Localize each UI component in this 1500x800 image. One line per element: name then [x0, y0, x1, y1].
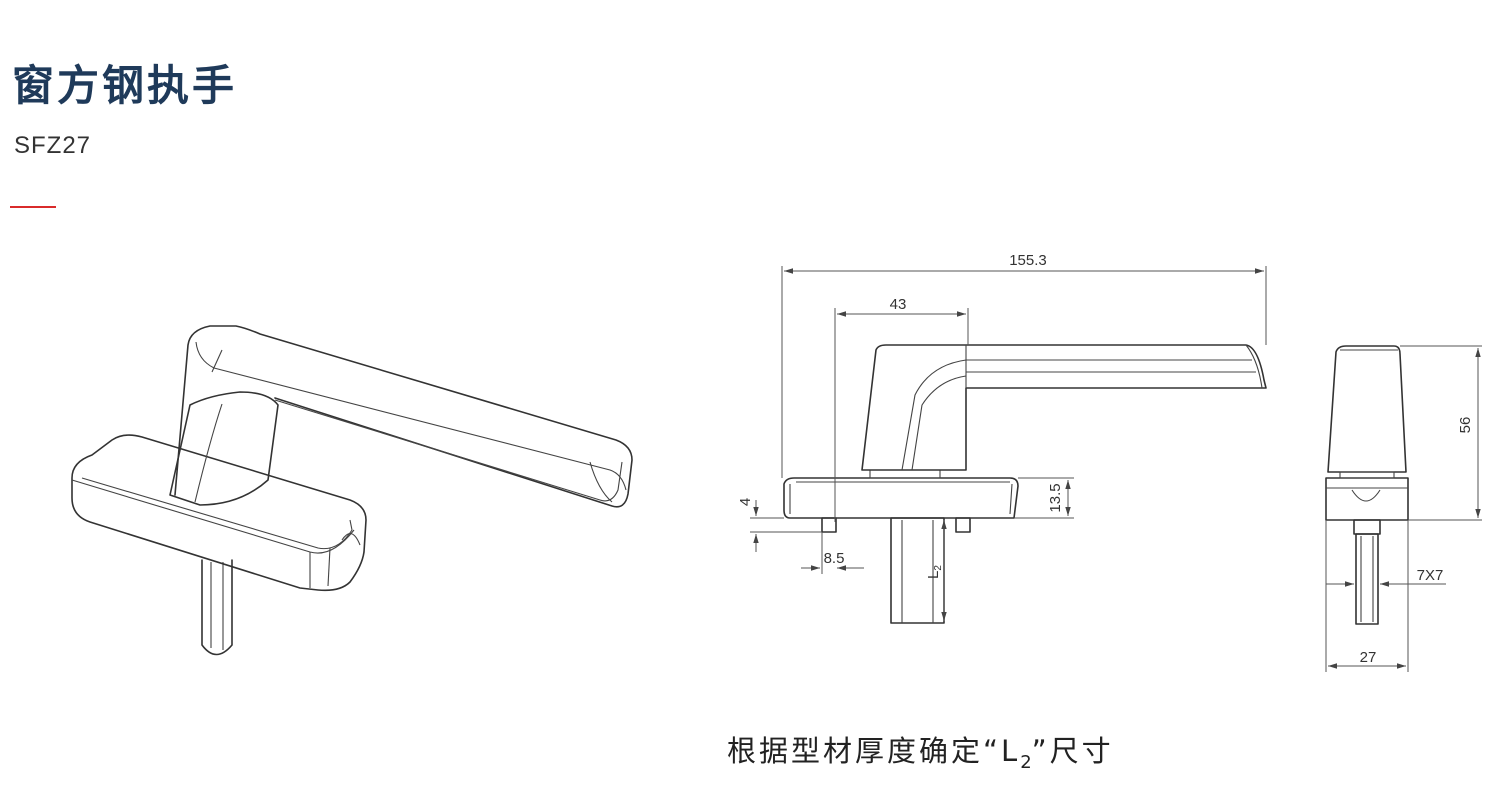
dim-base-height: 13.5	[1047, 483, 1064, 512]
perspective-view	[71, 325, 633, 656]
dim-handle-offset: 43	[890, 296, 907, 313]
dim-pin-offset: 8.5	[824, 550, 845, 567]
dimension-lines	[750, 266, 1482, 672]
dim-spindle-length: L2	[925, 565, 944, 579]
accent-divider	[10, 206, 56, 208]
footnote-caption: 根据型材厚度确定“L2”尺寸	[727, 734, 1114, 773]
perspective-lever	[174, 325, 633, 508]
perspective-base	[71, 434, 367, 592]
side-base	[1325, 477, 1409, 521]
page-title: 窗方钢执手	[12, 61, 238, 110]
dim-side-width: 27	[1360, 649, 1377, 666]
front-pin-right	[955, 517, 971, 533]
front-pin-left	[821, 517, 837, 533]
dim-base-step: 4	[737, 498, 754, 506]
perspective-neck	[169, 391, 279, 506]
side-view	[1325, 345, 1409, 625]
front-view	[783, 344, 1267, 624]
side-spindle	[1355, 533, 1379, 625]
model-number: SFZ27	[14, 132, 92, 159]
dim-total-height: 56	[1457, 417, 1474, 434]
front-lever	[861, 344, 1267, 471]
dim-overall-length: 155.3	[1009, 252, 1047, 269]
perspective-spindle	[201, 559, 233, 656]
dimension-labels: 155.3 43 13.5 4 8.5 L2 56 7X7 27	[737, 252, 1474, 666]
dim-spindle-size: 7X7	[1417, 567, 1444, 584]
front-base	[783, 477, 1019, 519]
side-lever	[1327, 345, 1407, 473]
